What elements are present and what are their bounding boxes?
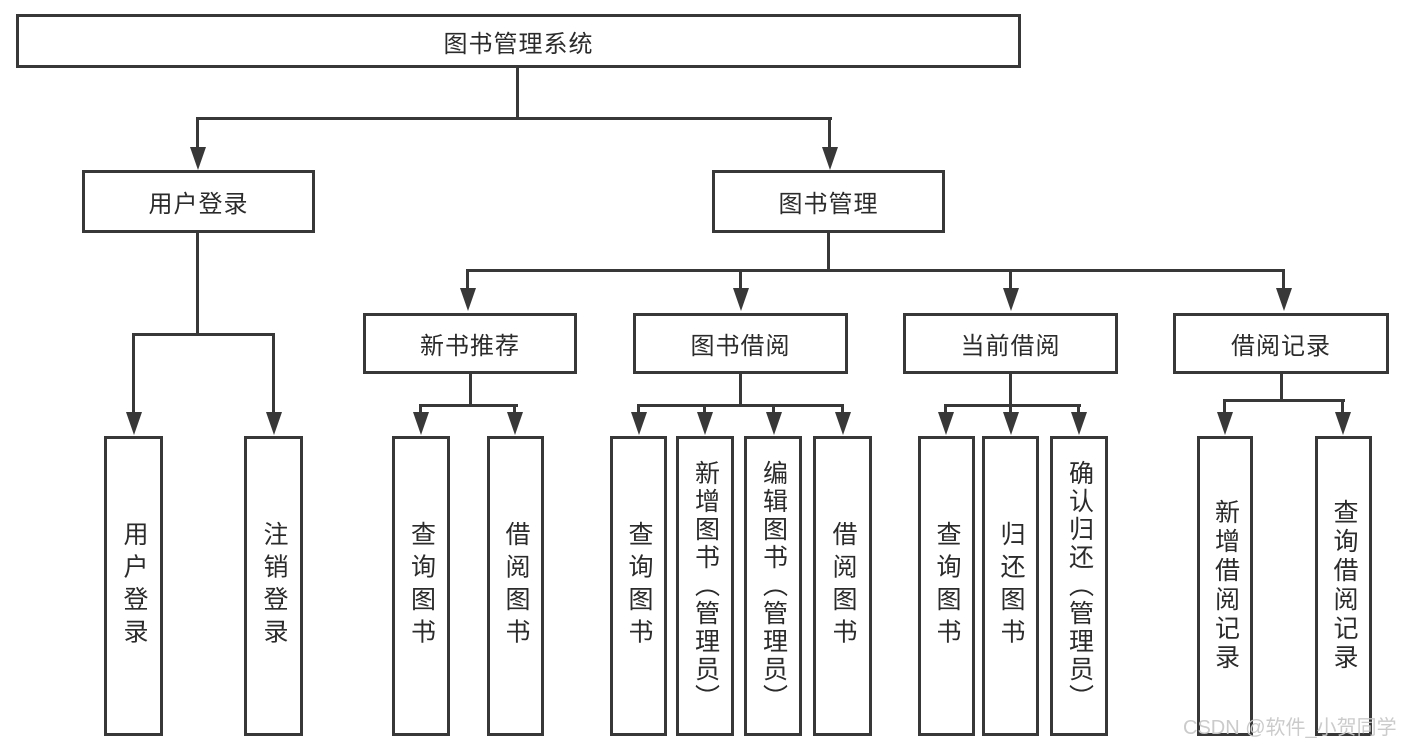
- connector-drop-d3: [1077, 404, 1080, 416]
- node-current-borrow: 当前借阅: [903, 313, 1118, 374]
- connector-borrow-bar: [637, 404, 844, 407]
- node-book-management: 图书管理: [712, 170, 945, 233]
- node-new-book-recommend-label: 新书推荐: [420, 333, 520, 360]
- node-new-book-recommend: 新书推荐: [363, 313, 577, 374]
- arrow-current-borrow: [1003, 288, 1019, 311]
- node-book-management-label: 图书管理: [778, 191, 879, 218]
- leaf-add-borrow-record-label: 新增借阅记录: [1211, 499, 1240, 673]
- connector-drop-borrow-records: [1282, 269, 1285, 291]
- node-borrow-records: 借阅记录: [1173, 313, 1389, 374]
- connector-drop-c2: [703, 404, 706, 416]
- arrow-e1: [1217, 412, 1233, 435]
- connector-current-stem: [1009, 374, 1012, 407]
- connector-drop-b2: [513, 404, 516, 416]
- arrow-b2: [507, 412, 523, 435]
- connector-drop-leaf-logout: [272, 333, 275, 413]
- arrow-d1: [938, 412, 954, 435]
- connector-drop-c3: [772, 404, 775, 416]
- connector-drop-recommend: [466, 269, 469, 291]
- leaf-query-borrow-record-label: 查询借阅记录: [1330, 499, 1358, 673]
- leaf-confirm-return-admin: 确认归还（管理员）: [1050, 436, 1108, 736]
- connector-drop-book-borrow: [739, 269, 742, 291]
- connector-borrow-stem: [739, 374, 742, 407]
- connector-drop-book-management: [828, 117, 831, 149]
- connector-mgmt-stem: [827, 233, 830, 272]
- leaf-logout-label: 注销登录: [260, 521, 288, 651]
- connector-records-bar: [1223, 399, 1345, 402]
- arrow-c4: [835, 412, 851, 435]
- connector-drop-c4: [841, 404, 844, 416]
- leaf-add-book-admin-label: 新增图书（管理员）: [691, 460, 720, 712]
- connector-drop-d1: [944, 404, 947, 416]
- connector-drop-current-borrow: [1009, 269, 1012, 291]
- arrow-e2: [1335, 412, 1351, 435]
- arrow-recommend: [460, 288, 476, 311]
- node-user-login-label: 用户登录: [148, 191, 249, 218]
- node-book-borrow: 图书借阅: [633, 313, 848, 374]
- leaf-current-query-book-label: 查询图书: [933, 521, 961, 651]
- leaf-edit-book-admin-label: 编辑图书（管理员）: [759, 460, 788, 712]
- connector-drop-d2: [1009, 404, 1012, 416]
- watermark: CSDN @软件_小贺同学: [1183, 717, 1397, 739]
- leaf-recommend-borrow-book-label: 借阅图书: [502, 521, 530, 651]
- connector-recommend-stem: [469, 374, 472, 407]
- arrow-leaf-logout: [266, 412, 282, 435]
- leaf-confirm-return-admin-label: 确认归还（管理员）: [1065, 460, 1094, 712]
- leaf-return-book-label: 归还图书: [997, 521, 1025, 651]
- leaf-query-borrow-record: 查询借阅记录: [1315, 436, 1372, 736]
- arrow-book-management: [822, 147, 838, 170]
- leaf-user-login: 用户登录: [104, 436, 163, 736]
- arrow-c3: [766, 412, 782, 435]
- connector-records-stem: [1280, 374, 1283, 402]
- leaf-borrow-book: 借阅图书: [813, 436, 872, 736]
- connector-mgmt-bar: [466, 269, 1285, 272]
- arrow-b1: [413, 412, 429, 435]
- leaf-return-book: 归还图书: [982, 436, 1039, 736]
- node-root-label: 图书管理系统: [443, 30, 594, 58]
- connector-recommend-bar: [419, 404, 518, 407]
- node-book-borrow-label: 图书借阅: [690, 333, 791, 360]
- leaf-recommend-query-book: 查询图书: [392, 436, 450, 736]
- leaf-add-book-admin: 新增图书（管理员）: [676, 436, 734, 736]
- leaf-borrow-query-book: 查询图书: [610, 436, 667, 736]
- node-root: 图书管理系统: [16, 14, 1021, 68]
- arrow-borrow-records: [1276, 288, 1292, 311]
- connector-current-bar: [944, 404, 1081, 407]
- connector-login-stem: [196, 233, 199, 336]
- arrow-d3: [1071, 412, 1087, 435]
- arrow-book-borrow: [733, 288, 749, 311]
- arrow-d2: [1003, 412, 1019, 435]
- connector-root-stem: [516, 66, 519, 119]
- connector-drop-c1: [637, 404, 640, 416]
- connector-drop-user-login: [196, 117, 199, 149]
- connector-drop-e2: [1341, 399, 1344, 416]
- node-borrow-records-label: 借阅记录: [1231, 333, 1331, 360]
- arrow-c2: [697, 412, 713, 435]
- connector-drop-leaf-login: [132, 333, 135, 413]
- leaf-logout: 注销登录: [244, 436, 303, 736]
- leaf-borrow-book-label: 借阅图书: [829, 521, 857, 651]
- node-current-borrow-label: 当前借阅: [960, 333, 1061, 360]
- leaf-recommend-query-book-label: 查询图书: [407, 521, 436, 651]
- connector-drop-e1: [1223, 399, 1226, 416]
- arrow-user-login: [190, 147, 206, 170]
- connector-root-bar: [196, 117, 832, 120]
- leaf-user-login-label: 用户登录: [120, 521, 148, 651]
- leaf-add-borrow-record: 新增借阅记录: [1197, 436, 1253, 736]
- connector-login-bar: [132, 333, 275, 336]
- leaf-edit-book-admin: 编辑图书（管理员）: [744, 436, 802, 736]
- leaf-current-query-book: 查询图书: [918, 436, 975, 736]
- arrow-c1: [631, 412, 647, 435]
- arrow-leaf-login: [126, 412, 142, 435]
- connector-drop-b1: [419, 404, 422, 416]
- leaf-borrow-query-book-label: 查询图书: [625, 521, 653, 651]
- leaf-recommend-borrow-book: 借阅图书: [487, 436, 544, 736]
- node-user-login: 用户登录: [82, 170, 315, 233]
